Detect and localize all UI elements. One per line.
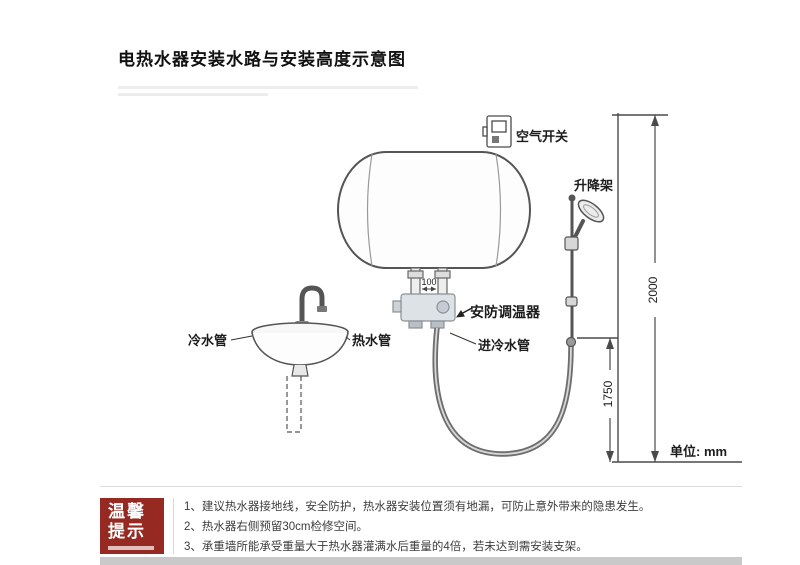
tip-item-3: 3、承重墙所能承受重量大于热水器灌满水后重量的4倍，若未达到需安装支架。 <box>184 541 588 553</box>
tips-divider <box>173 498 174 554</box>
air-switch-icon <box>482 115 512 148</box>
shower-lift-rack <box>564 194 605 348</box>
wall-floor-lines <box>577 113 742 463</box>
thermostat-label: 安防调温器 <box>470 304 541 320</box>
unit-label: 单位: mm <box>670 444 727 459</box>
air-switch-label: 空气开关 <box>516 129 568 144</box>
thermostat-callout: 安防调温器 <box>456 304 541 320</box>
tank-outlet-pipes <box>407 267 451 296</box>
watermark-line <box>118 93 268 96</box>
hot-pipe-label: 热水管 <box>352 333 391 348</box>
hot-pipe-leader <box>345 336 351 341</box>
dimension-2000-label: 2000 <box>646 276 660 303</box>
tips-badge-line2: 提示 <box>108 522 146 541</box>
tips-badge-line1: 温馨 <box>108 502 146 521</box>
dimension-1750 <box>606 338 614 462</box>
tips-separator <box>100 486 742 487</box>
inlet-hose <box>432 327 574 457</box>
watermark-line <box>118 86 418 89</box>
thermostat-valve <box>392 293 456 329</box>
inlet-cold-pipe-label: 进冷水管 <box>478 338 530 353</box>
dimension-1750-label: 1750 <box>601 380 615 407</box>
tip-item-2: 2、热水器右侧预留30cm检修空间。 <box>184 521 369 533</box>
cold-pipe-leader <box>230 335 253 341</box>
water-heater-tank <box>337 151 531 269</box>
pipe-spacing-label: 100 <box>421 277 436 287</box>
inlet-cold-pipe-leader <box>449 332 477 345</box>
lift-rack-label: 升降架 <box>574 178 613 193</box>
pipe-spacing-dimension: 100 <box>421 277 437 292</box>
tips-list: 1、建议热水器接地线，安全防护，热水器安装位置须有地漏，可防止意外带来的隐患发生… <box>184 497 742 557</box>
dimension-2000 <box>651 115 659 462</box>
tip-item-1: 1、建议热水器接地线，安全防护，热水器安装位置须有地漏，可防止意外带来的隐患发生… <box>184 501 651 513</box>
tips-badge-subtext <box>108 546 154 550</box>
sink-basin <box>251 285 349 433</box>
tips-badge: 温馨 提示 <box>100 498 164 554</box>
cold-pipe-label: 冷水管 <box>188 333 227 348</box>
bottom-bar <box>100 557 742 565</box>
page-title: 电热水器安装水路与安装高度示意图 <box>118 50 406 69</box>
